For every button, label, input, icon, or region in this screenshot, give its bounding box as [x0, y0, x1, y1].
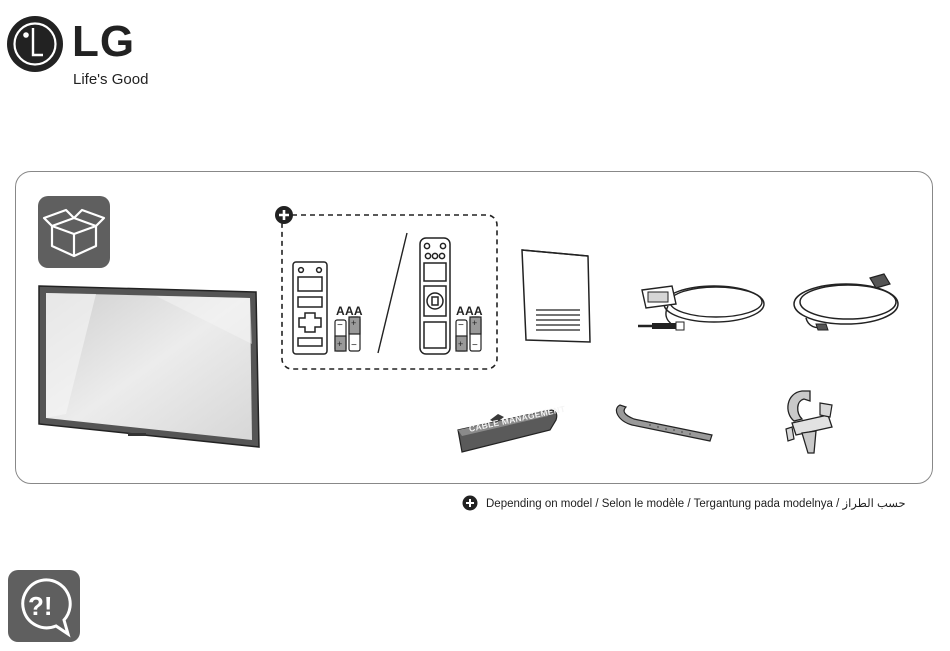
model-dependency-text: Depending on model / Selon le modèle / T…	[486, 496, 906, 510]
svg-text:−: −	[337, 320, 343, 331]
svg-text:+: +	[472, 318, 477, 328]
power-cord-illustration	[786, 268, 916, 338]
battery-type-label: AAA	[336, 304, 363, 318]
brand-name: LG	[72, 17, 135, 67]
remote-controls-optional-group: − + + − − + + −	[270, 205, 502, 373]
svg-text:−: −	[351, 340, 357, 351]
model-dependency-note: Depending on model / Selon le modèle / T…	[462, 494, 906, 512]
rgb-pc-cable-illustration	[632, 270, 767, 348]
open-box-icon	[38, 196, 110, 268]
cable-tie-illustration	[610, 395, 718, 445]
tv-illustration	[36, 284, 262, 454]
svg-text:−: −	[472, 340, 478, 351]
brand-tagline: Life's Good	[73, 71, 148, 88]
svg-text:?!: ?!	[28, 591, 53, 621]
svg-text:−: −	[458, 320, 464, 331]
lg-face-logo-icon	[6, 15, 64, 73]
question-exclamation-bubble-icon: ?!	[8, 570, 80, 642]
plus-circle-icon	[462, 495, 478, 511]
battery-type-label: AAA	[456, 304, 483, 318]
owners-manual-illustration	[518, 248, 594, 344]
cable-holder-illustration	[772, 383, 844, 457]
lg-logo: LG Life's Good	[6, 15, 151, 90]
svg-text:+: +	[337, 339, 342, 349]
svg-text:+: +	[458, 339, 463, 349]
svg-text:+: +	[351, 318, 356, 328]
